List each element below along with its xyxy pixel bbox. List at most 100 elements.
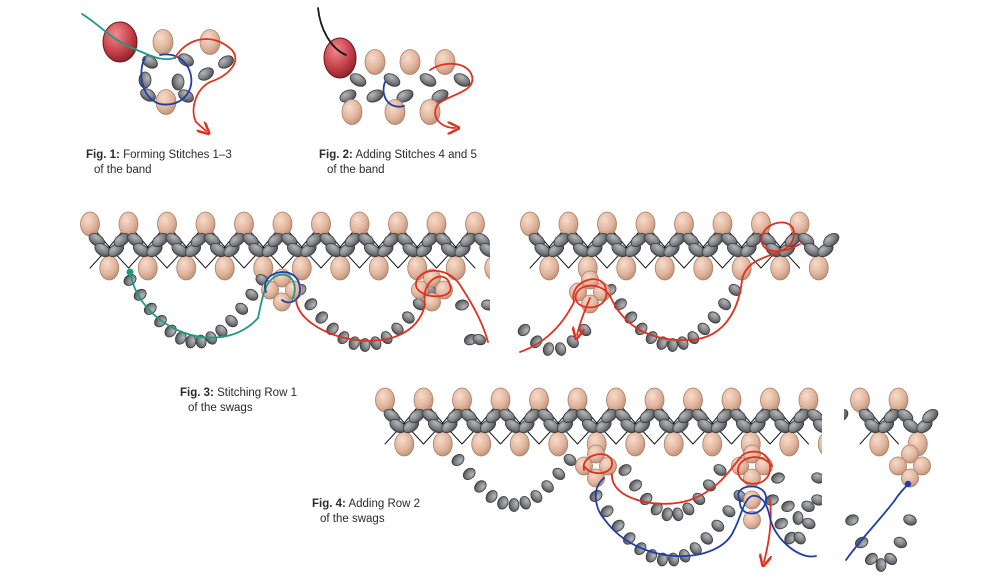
cluster-tan-bead	[743, 490, 761, 510]
fig1-beads	[102, 21, 234, 115]
swag-gray-bead	[656, 336, 668, 350]
fig1-text-line2: of the band	[94, 164, 152, 176]
tan-bead-top	[490, 387, 511, 413]
swag-gray-bead	[552, 467, 566, 480]
tan-bead-top	[452, 387, 472, 413]
fig3-diagram	[80, 195, 840, 365]
tan-bead-top	[635, 211, 656, 237]
tan-bead-bottom	[99, 255, 120, 281]
tan-bead-top	[644, 387, 665, 413]
tan-bead-top	[712, 211, 733, 237]
red-thread-arrow	[577, 297, 591, 335]
tan-bead-bottom	[330, 255, 351, 281]
fig3-text-line2: of the swags	[188, 402, 253, 414]
swag-gray-bead	[722, 505, 736, 518]
tan-bead-bottom	[214, 255, 235, 281]
swag-gray-bead	[618, 464, 632, 476]
cluster-tan-bead	[423, 268, 441, 288]
teal-thread	[129, 271, 296, 339]
tan-bead-top	[375, 387, 395, 413]
swag-gray-bead	[348, 336, 360, 350]
gray-bead	[349, 73, 367, 87]
fig2-text: Adding Stitches 4 and 5	[355, 149, 477, 161]
tan-bead	[152, 29, 174, 55]
swag-gray-bead	[713, 464, 727, 476]
tan-bead-bottom	[808, 255, 829, 281]
tan-bead	[399, 49, 421, 75]
fig2-beads	[323, 37, 471, 125]
net-thread	[529, 223, 800, 269]
tan-bead-bottom	[779, 431, 800, 457]
swag-gray-bead	[542, 342, 554, 356]
swag-gray-bead	[639, 492, 653, 506]
tan-bead-top	[850, 387, 870, 413]
swag-gray-bead	[530, 489, 543, 503]
tan-bead-bottom	[291, 255, 312, 281]
gray-bead	[218, 55, 234, 69]
tan-bead-bottom	[693, 255, 714, 281]
fig4-caption: Fig. 4: Adding Row 2 of the swags	[312, 497, 420, 527]
gray-bead	[922, 408, 939, 424]
fig4-colored-threads	[583, 450, 912, 562]
tan-bead-top	[597, 211, 617, 237]
tan-bead-bottom	[663, 431, 684, 457]
tan-bead-top	[721, 387, 742, 413]
swag-gray-bead	[326, 322, 339, 336]
tan-bead-top	[157, 211, 177, 237]
fig1-label: Fig. 1:	[86, 149, 120, 161]
stop-bead	[323, 37, 357, 79]
fig3-text: Stitching Row 1	[217, 387, 297, 399]
fig4-diagram	[375, 375, 939, 580]
swag-gray-bead	[225, 314, 238, 328]
cluster-tan-bead	[913, 456, 931, 476]
thread-end-dot	[126, 268, 134, 276]
fig1-diagram	[81, 13, 237, 131]
tan-bead-bottom	[654, 255, 675, 281]
swag-gray-bead	[667, 338, 678, 352]
tan-bead	[199, 29, 221, 55]
swag-gray-bead	[370, 336, 382, 350]
tan-bead-bottom	[616, 255, 637, 281]
tan-bead-bottom	[176, 255, 197, 281]
cluster-tan-bead	[435, 280, 453, 300]
swag-gray-bead	[614, 298, 627, 311]
swag-gray-bead	[635, 322, 648, 336]
swag-gray-bead	[451, 453, 465, 467]
swag-gray-bead	[774, 517, 788, 530]
fig4-beads	[375, 387, 939, 572]
net-thread	[89, 223, 476, 269]
tan-bead-top	[234, 211, 254, 237]
tan-bead-top	[349, 211, 370, 237]
swag-gray-bead	[472, 333, 487, 346]
tan-bead-top	[567, 387, 588, 413]
swag-gray-bead	[485, 489, 498, 503]
blue-thread	[382, 81, 405, 108]
gray-bead	[453, 73, 471, 87]
tan-bead-bottom	[368, 255, 389, 281]
fig4-label: Fig. 4:	[312, 498, 346, 510]
tan-bead-top	[606, 387, 626, 413]
tan-bead-top	[426, 211, 447, 237]
cluster-tan-bead	[423, 292, 441, 312]
swag-gray-bead	[474, 480, 487, 493]
gray-bead	[366, 89, 384, 103]
tan-bead-bottom	[137, 255, 158, 281]
gray-bead	[178, 53, 194, 67]
cluster-tan-bead	[901, 444, 919, 464]
red-thread	[519, 221, 801, 353]
tan-bead	[419, 99, 441, 125]
swag-gray-bead	[497, 496, 509, 510]
fig2-threads	[317, 7, 474, 128]
swag-gray-bead	[771, 472, 785, 484]
swag-gray-bead	[555, 342, 567, 356]
swag-gray-bead	[508, 498, 520, 512]
fig3-colored-threads	[126, 221, 801, 353]
red-thread	[611, 450, 773, 505]
swag-gray-bead	[697, 322, 710, 336]
red-thread	[429, 62, 474, 128]
fig3-thread-path	[89, 223, 800, 269]
swag-gray-bead	[793, 531, 806, 545]
swag-gray-bead	[235, 302, 249, 315]
swag-gray-bead	[893, 536, 907, 549]
